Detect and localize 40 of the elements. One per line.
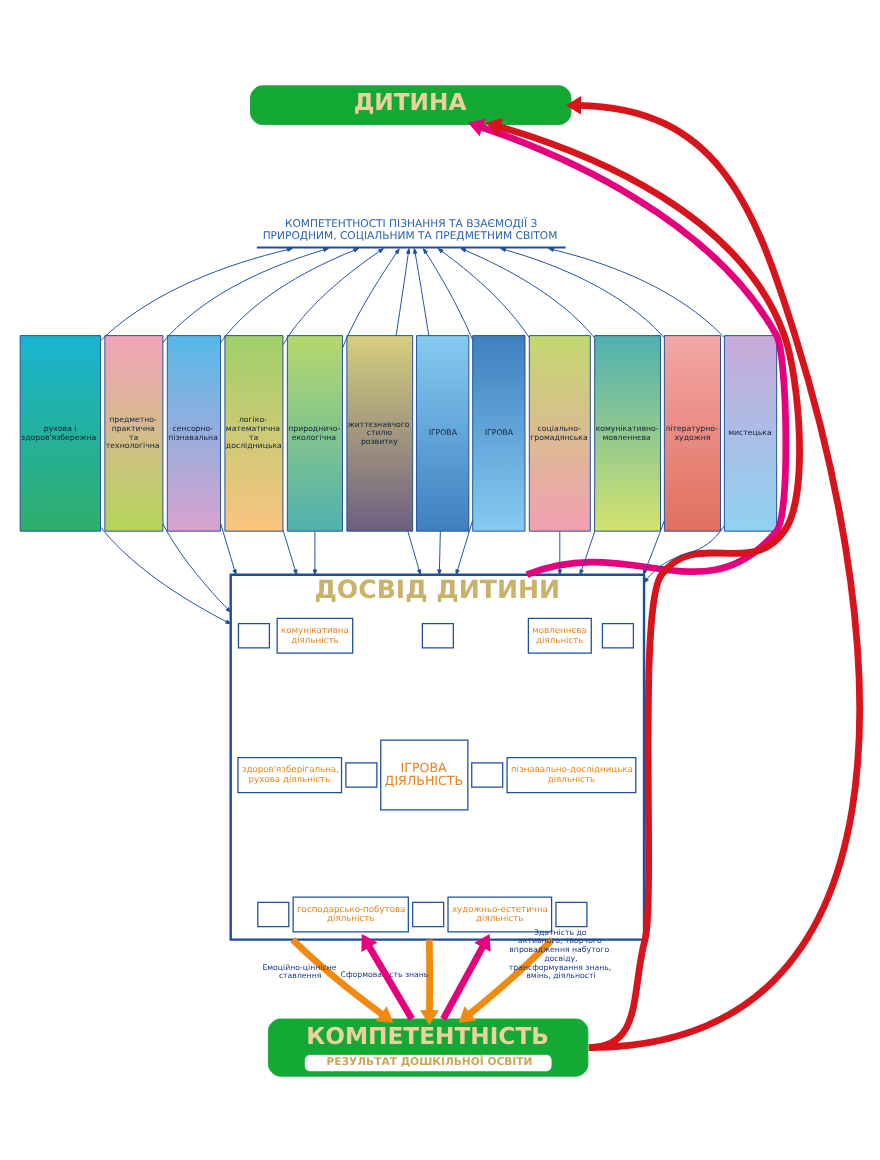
node-box bbox=[601, 621, 634, 648]
arrow bbox=[500, 246, 665, 338]
arrow bbox=[100, 525, 232, 624]
arrow bbox=[312, 529, 318, 575]
arrow bbox=[440, 932, 491, 1020]
node-box bbox=[555, 900, 588, 927]
arrow bbox=[162, 522, 232, 612]
node-box bbox=[345, 761, 378, 787]
arrow bbox=[413, 247, 430, 335]
arrow bbox=[557, 529, 562, 575]
arrow bbox=[420, 938, 439, 1025]
arrow bbox=[290, 936, 394, 1022]
arrow bbox=[579, 529, 596, 575]
arrow bbox=[460, 247, 595, 338]
arrow bbox=[422, 247, 474, 340]
arrow bbox=[282, 247, 384, 345]
arrow bbox=[395, 247, 411, 335]
node-box: ДИТИНА bbox=[250, 84, 572, 125]
arrow bbox=[643, 524, 725, 583]
arrow bbox=[342, 247, 400, 348]
node-box bbox=[412, 900, 445, 927]
arrow bbox=[162, 246, 329, 343]
arrow bbox=[282, 528, 298, 575]
arrow bbox=[100, 246, 293, 341]
arrow bbox=[407, 529, 422, 575]
arrow bbox=[565, 95, 863, 1050]
arrow bbox=[455, 519, 474, 575]
arrow bbox=[458, 936, 555, 1022]
node-box bbox=[421, 621, 454, 648]
arrow bbox=[437, 529, 442, 575]
arrow bbox=[437, 247, 530, 337]
arrow bbox=[642, 519, 665, 575]
arrow bbox=[468, 117, 790, 577]
arrow bbox=[548, 246, 725, 338]
node-box bbox=[237, 621, 271, 648]
arrow bbox=[220, 247, 360, 343]
arrow bbox=[485, 117, 803, 1050]
node-box bbox=[471, 761, 504, 787]
node-box bbox=[257, 900, 290, 927]
arrow bbox=[220, 521, 237, 575]
